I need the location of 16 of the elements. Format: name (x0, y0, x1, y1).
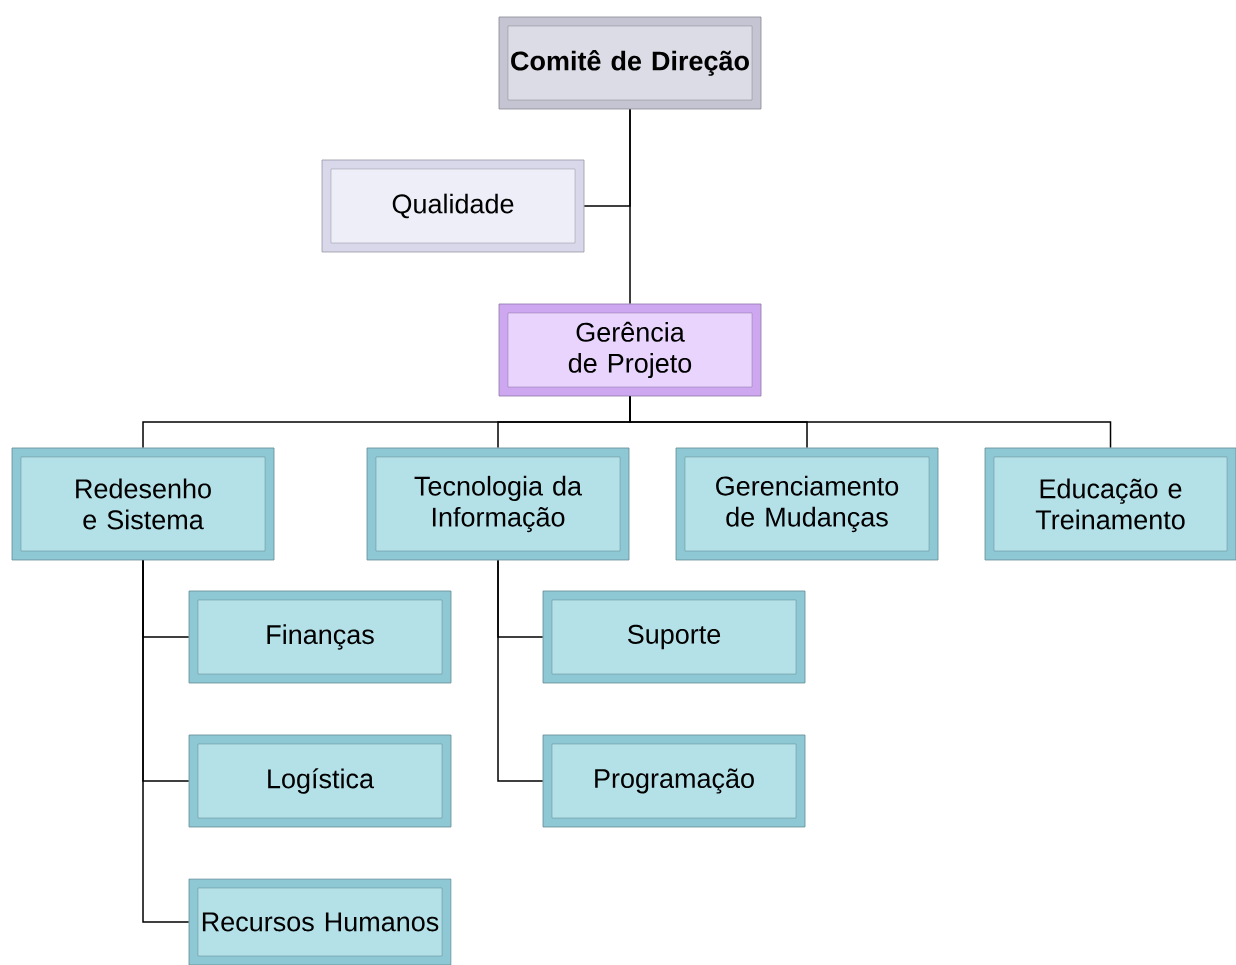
org-box: Logística (188, 734, 452, 828)
org-box: Educação e Treinamento (984, 447, 1236, 561)
org-box: Finanças (188, 590, 452, 684)
org-box: Qualidade (321, 159, 585, 253)
org-box: Redesenho e Sistema (11, 447, 275, 561)
org-box: Comitê de Direção (498, 16, 762, 110)
connector-line (142, 559, 190, 923)
org-box: Gerência de Projeto (498, 303, 762, 397)
connector-line (497, 559, 544, 782)
org-box: Programação (542, 734, 806, 828)
org-box: Gerenciamento de Mudanças (675, 447, 939, 561)
connector-line (629, 395, 1112, 449)
org-box: Suporte (542, 590, 806, 684)
connector-line (629, 108, 631, 305)
org-box: Recursos Humanos (188, 878, 452, 965)
org-box: Tecnologia da Informação (366, 447, 630, 561)
